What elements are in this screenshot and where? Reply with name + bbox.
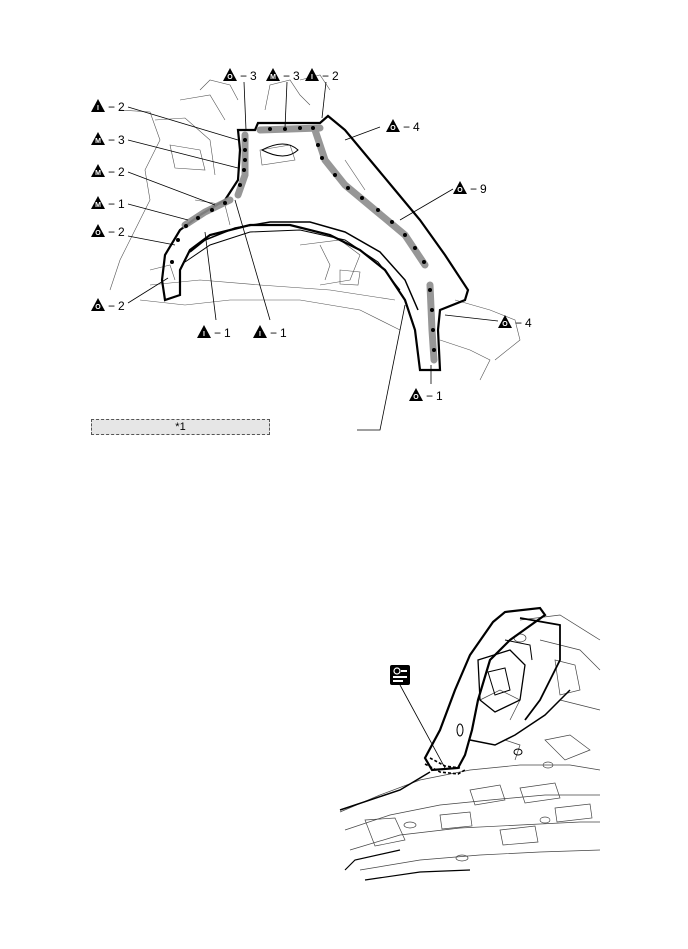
callout-symbol: O (95, 230, 101, 237)
svg-text:−: − (283, 69, 290, 83)
callout-number: 2 (118, 299, 125, 313)
svg-text:−: − (108, 299, 115, 313)
callout-symbol: O (457, 187, 463, 194)
callout-number: 1 (118, 197, 125, 211)
svg-text:−: − (214, 326, 221, 340)
callout-symbol: I (203, 331, 205, 338)
callout-symbol: O (390, 125, 396, 132)
callout-symbol: O (95, 304, 101, 311)
callout-symbol: M (270, 74, 276, 81)
callout-number: 2 (118, 225, 125, 239)
callout-number: 2 (118, 165, 125, 179)
svg-text:−: − (470, 182, 477, 196)
svg-text:−: − (240, 69, 247, 83)
callout-number: 9 (480, 182, 487, 196)
callout-symbol: O (413, 394, 419, 401)
floor-panel-illustration (339, 606, 601, 881)
wheel-house-illustration (109, 74, 521, 381)
callout-number: 2 (332, 69, 339, 83)
detail-leader-line (399, 684, 446, 769)
callout-number: 1 (436, 389, 443, 403)
leader-lines (127, 81, 499, 431)
svg-text:−: − (515, 316, 522, 330)
svg-text:−: − (108, 133, 115, 147)
callout-symbol: I (311, 74, 313, 81)
callout-number: 1 (280, 326, 287, 340)
callout-labels: O −3 M −3 I −2 I −2 O −4 M −3 M −2 O −9 (91, 68, 532, 403)
callout-number: 3 (250, 69, 257, 83)
svg-text:−: − (108, 100, 115, 114)
svg-text:−: − (270, 326, 277, 340)
svg-text:−: − (426, 389, 433, 403)
svg-text:−: − (108, 225, 115, 239)
callout-number: 4 (413, 120, 420, 134)
callout-number: 1 (224, 326, 231, 340)
callout-number: 2 (118, 100, 125, 114)
svg-text:−: − (108, 165, 115, 179)
spot-weld-detail-icon (390, 665, 410, 685)
callout-number: 3 (293, 69, 300, 83)
callout-symbol: O (502, 321, 508, 328)
callout-symbol: I (97, 105, 99, 112)
svg-text:−: − (322, 69, 329, 83)
callout-symbol: O (227, 74, 233, 81)
callout-number: 3 (118, 133, 125, 147)
callout-symbol: M (95, 202, 101, 209)
svg-text:−: − (108, 197, 115, 211)
callout-symbol: M (95, 170, 101, 177)
callout-number: 4 (525, 316, 532, 330)
callout-symbol: M (95, 138, 101, 145)
callout-symbol: I (259, 331, 261, 338)
svg-text:−: − (403, 120, 410, 134)
legend-label: *1 (91, 419, 270, 435)
